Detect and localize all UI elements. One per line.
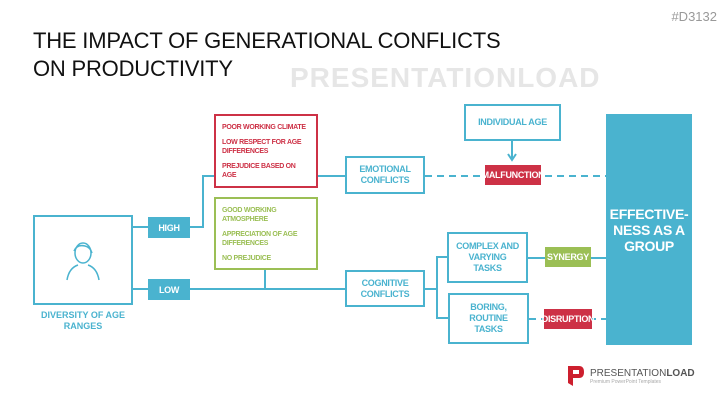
factor-item: GOOD WORKING ATMOSPHERE: [222, 207, 277, 223]
slide-code: #D3132: [671, 9, 717, 24]
boring-tasks-box: BORING, ROUTINE TASKS: [448, 293, 529, 344]
person-box: [33, 215, 133, 305]
malfunction-badge: MALFUNCTION: [482, 165, 545, 185]
disruption-badge: DISRUPTION: [542, 309, 595, 329]
high-badge: HIGH: [148, 217, 190, 238]
cognitive-conflicts-box: COGNITIVE CONFLICTS: [345, 270, 425, 307]
positive-factors-box: GOOD WORKING ATMOSPHERE APPRECIATION OF …: [214, 197, 318, 270]
individual-age-box: INDIVIDUAL AGE: [464, 104, 561, 141]
factor-item: NO PREJUDICE: [222, 255, 271, 262]
emotional-conflicts-box: EMOTIONAL CONFLICTS: [345, 156, 425, 194]
negative-factors-box: POOR WORKING CLIMATE LOW RESPECT FOR AGE…: [214, 114, 318, 188]
page-title: THE IMPACT OF GENERATIONAL CONFLICTS ON …: [33, 27, 501, 83]
brand-logo: PRESENTATIONLOAD Premium PowerPoint Temp…: [568, 366, 695, 386]
factor-item: POOR WORKING CLIMATE: [222, 124, 306, 131]
factor-item: APPRECIATION OF AGE DIFFERENCES: [222, 231, 298, 247]
logo-brand-light: PRESENTATION: [590, 367, 667, 379]
logo-icon: [568, 366, 584, 386]
title-line-1: THE IMPACT OF GENERATIONAL CONFLICTS: [33, 28, 501, 53]
effectiveness-box: EFFECTIVE-NESS AS A GROUP: [606, 114, 692, 345]
factor-item: LOW RESPECT FOR AGE DIFFERENCES: [222, 139, 302, 155]
person-label: DIVERSITY OF AGE RANGES: [40, 310, 125, 331]
watermark: PRESENTATIONLOAD: [290, 62, 601, 93]
factor-item: PREJUDICE BASED ON AGE: [222, 163, 296, 179]
title-line-2: ON PRODUCTIVITY: [33, 56, 233, 81]
person-icon: [66, 242, 100, 281]
logo-tagline: Premium PowerPoint Templates: [590, 378, 662, 385]
logo-brand-bold: LOAD: [666, 367, 695, 379]
low-badge: LOW: [148, 279, 190, 300]
complex-tasks-box: COMPLEX AND VARYING TASKS: [447, 232, 528, 283]
synergy-badge: SYNERGY: [545, 247, 591, 267]
